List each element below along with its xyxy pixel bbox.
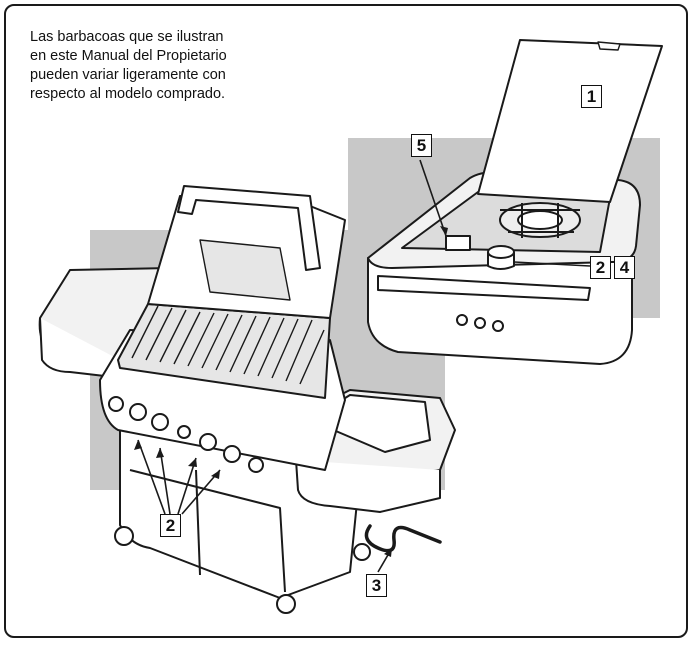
burner-grate [499,202,581,238]
callout-lid-1: 1 [581,85,602,108]
callout-regulator-4: 4 [614,256,635,279]
caption-line: en este Manual del Propietario [30,48,227,64]
arrowheads [134,226,448,557]
control-knobs [108,396,264,473]
cooking-grate [117,303,331,399]
callout-knobs-2: 2 [160,514,181,537]
gas-hose [364,524,442,553]
caption-line: Las barbacoas que se ilustran [30,29,224,45]
side-burner-unit [367,39,663,365]
leader-lines [137,159,591,573]
caption-line: respecto al modelo comprado. [30,86,226,102]
disclaimer-caption: Las barbacoas que se ilustran en este Ma… [30,28,290,104]
caption-line: pueden variar ligeramente con [30,67,226,83]
callout-hose-3: 3 [366,574,387,597]
callout-igniter-5: 5 [411,134,432,157]
callout-valve-2: 2 [590,256,611,279]
main-grill [38,185,456,614]
